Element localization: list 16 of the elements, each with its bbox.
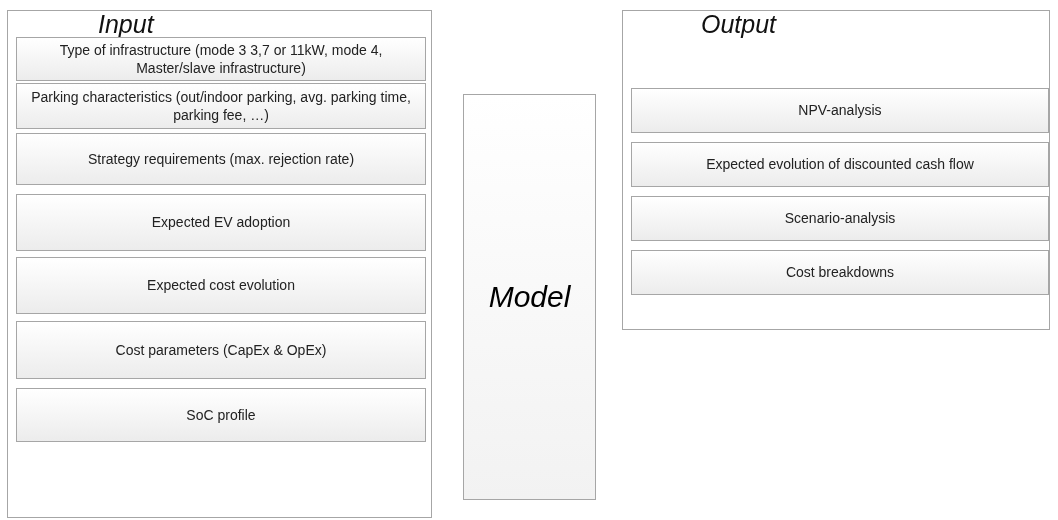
item-box: Expected EV adoption — [16, 194, 426, 251]
panel — [7, 10, 432, 518]
item-box: Parking characteristics (out/indoor parking, avg. parking time, parking fee, …) — [16, 83, 426, 129]
item-box: Scenario-analysis — [631, 196, 1049, 241]
item-box: NPV-analysis — [631, 88, 1049, 133]
panel-heading: Output — [701, 12, 777, 36]
item-box: Expected cost evolution — [16, 257, 426, 314]
model-box: Model — [463, 94, 596, 500]
item-box: Strategy requirements (max. rejection rate) — [16, 133, 426, 185]
panel-heading: Input — [98, 12, 154, 36]
item-box: Type of infrastructure (mode 3 3,7 or 11kW, mode 4, Master/slave infrastructure) — [16, 37, 426, 81]
item-box: Cost parameters (CapEx & OpEx) — [16, 321, 426, 379]
item-box: SoC profile — [16, 388, 426, 442]
item-box: Cost breakdowns — [631, 250, 1049, 295]
panel — [622, 10, 1050, 330]
item-box: Expected evolution of discounted cash flow — [631, 142, 1049, 187]
